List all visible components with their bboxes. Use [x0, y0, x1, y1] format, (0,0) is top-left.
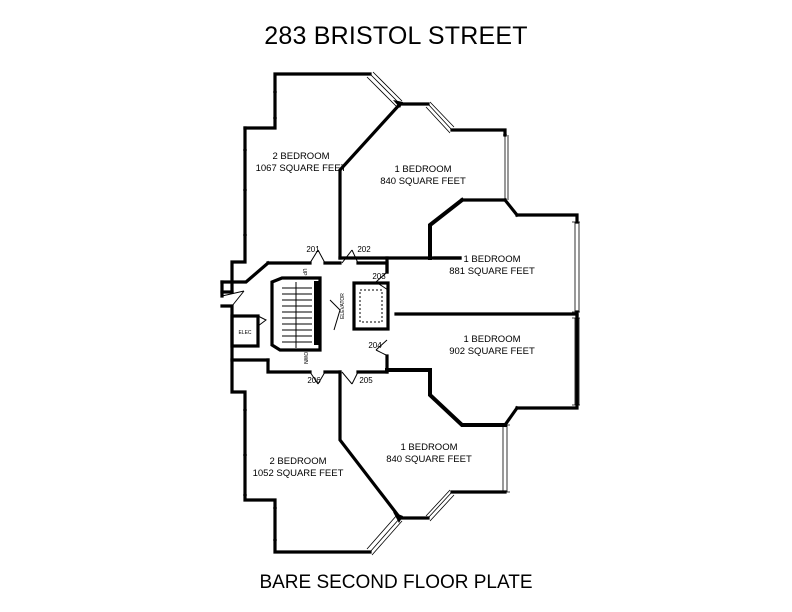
- plan-title: 283 BRISTOL STREET: [264, 22, 528, 50]
- unit-number-206: 206: [307, 376, 321, 385]
- door-205: [341, 371, 359, 385]
- unit-number-203: 203: [372, 272, 386, 281]
- building-core: UP DOWN ELEVATOR: [220, 249, 390, 385]
- elevator-label: ELEVATOR: [340, 293, 346, 319]
- door-206: [309, 371, 326, 385]
- door-201: [309, 249, 326, 264]
- unit-area-right-upper: 881 SQUARE FEET: [449, 266, 535, 277]
- unit-type-upper-middle: 1 BEDROOM: [394, 164, 451, 175]
- unit-right-lower: [385, 314, 580, 427]
- unit-number-202: 202: [357, 245, 371, 254]
- unit-type-upper-left: 2 BEDROOM: [272, 151, 329, 162]
- unit-type-right-upper: 1 BEDROOM: [463, 254, 520, 265]
- unit-type-lower-middle: 1 BEDROOM: [400, 442, 457, 453]
- unit-type-lower-left: 2 BEDROOM: [269, 456, 326, 467]
- door-204: [375, 339, 389, 357]
- unit-area-upper-left: 1067 SQUARE FEET: [256, 163, 347, 174]
- unit-number-205: 205: [359, 376, 373, 385]
- unit-area-right-lower: 902 SQUARE FEET: [449, 346, 535, 357]
- unit-area-lower-left: 1052 SQUARE FEET: [253, 468, 344, 479]
- door-202: [341, 249, 359, 264]
- plan-subtitle: BARE SECOND FLOOR PLATE: [259, 572, 533, 593]
- unit-area-upper-middle: 840 SQUARE FEET: [380, 176, 466, 187]
- unit-lower-middle: [338, 370, 520, 523]
- unit-numbers: 201 202 203 204 205 206: [306, 245, 386, 385]
- unit-labels: 2 BEDROOM 1067 SQUARE FEET 1 BEDROOM 840…: [253, 151, 535, 479]
- electrical-room-label: ELEC: [238, 330, 251, 336]
- unit-type-right-lower: 1 BEDROOM: [463, 334, 520, 345]
- unit-right-upper: [385, 197, 580, 318]
- unit-lower-left: [230, 358, 403, 556]
- stair-down-label: DOWN: [302, 348, 308, 364]
- door-203: [375, 271, 389, 291]
- stair-up-label: UP: [301, 269, 307, 277]
- unit-area-lower-middle: 840 SQUARE FEET: [386, 454, 472, 465]
- unit-upper-left: [220, 71, 403, 294]
- stair-treads: [282, 282, 312, 348]
- unit-number-204: 204: [368, 341, 382, 350]
- unit-number-201: 201: [306, 245, 320, 254]
